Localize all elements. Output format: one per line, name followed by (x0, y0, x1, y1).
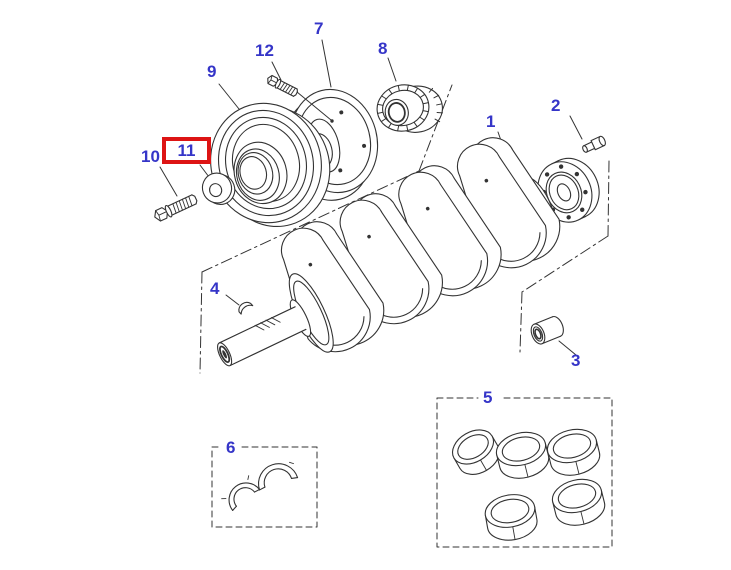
group-boundary-lines (199, 84, 610, 374)
flange-bolt-holes (541, 164, 588, 220)
crank-webs (280, 137, 561, 353)
crankshaft-drawing[interactable] (185, 103, 617, 400)
callout-6[interactable]: 6 (226, 438, 236, 457)
selected-part-highlight-box: 11 (162, 137, 211, 164)
thrust-washer-set-6-drawing[interactable] (221, 458, 299, 511)
bushing-3-drawing[interactable] (529, 315, 567, 346)
callout-12[interactable]: 12 (255, 41, 274, 60)
callout-5[interactable]: 5 (483, 388, 493, 407)
thrust-set-box (211, 446, 318, 528)
washer-11-drawing[interactable] (198, 168, 239, 209)
bearing-set-5-drawing[interactable] (446, 423, 608, 544)
callout-10[interactable]: 10 (141, 147, 160, 166)
callout-2[interactable]: 2 (551, 96, 561, 115)
pin-2-drawing[interactable] (581, 135, 607, 154)
callout-8[interactable]: 8 (378, 39, 388, 58)
callout-11[interactable]: 11 (177, 141, 196, 160)
callout-7[interactable]: 7 (314, 19, 324, 38)
callout-1[interactable]: 1 (486, 112, 496, 131)
callout-3[interactable]: 3 (571, 351, 581, 370)
bolt-12-install-line (296, 91, 334, 123)
gear-drawing[interactable] (373, 77, 447, 139)
bolt-12-drawing[interactable] (266, 74, 299, 97)
pulley-drawing[interactable] (197, 88, 344, 241)
key-4-drawing[interactable] (237, 300, 254, 315)
callout-4[interactable]: 4 (210, 279, 220, 298)
callout-9[interactable]: 9 (207, 62, 217, 81)
bearing-set-box (436, 397, 613, 548)
crank-nose (217, 306, 307, 367)
bolt-10-drawing[interactable] (152, 193, 198, 223)
